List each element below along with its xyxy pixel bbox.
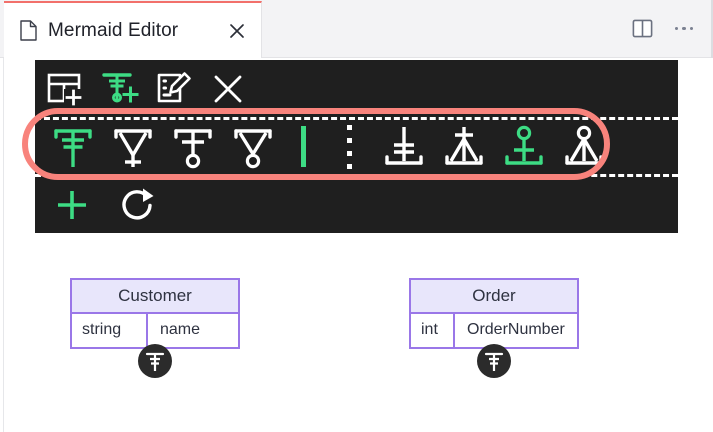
- entity-order[interactable]: Order int OrderNumber: [409, 278, 579, 349]
- cardinality-zero-or-one-icon[interactable]: [163, 121, 223, 173]
- er-toolbar-bottom-row: [35, 176, 692, 233]
- tab-mermaid-editor[interactable]: Mermaid Editor: [4, 1, 262, 58]
- cardinality-only-one-icon[interactable]: [103, 121, 163, 173]
- entity-customer[interactable]: Customer string name: [70, 278, 240, 349]
- tab-title: Mermaid Editor: [48, 19, 179, 41]
- cardinality-zero-or-more-icon[interactable]: [223, 121, 283, 173]
- non-identifying-relationship-dots[interactable]: [346, 124, 352, 169]
- entity-title: Order: [411, 280, 577, 314]
- left-gutter: [0, 58, 4, 432]
- relationship-anchor-icon[interactable]: [138, 344, 172, 378]
- cardinality-zero-or-more-icon[interactable]: [554, 121, 614, 173]
- attribute-name: name: [160, 321, 201, 338]
- more-actions-icon[interactable]: [673, 21, 696, 37]
- add-relationship-icon[interactable]: [97, 66, 143, 112]
- close-toolbar-icon[interactable]: [205, 66, 251, 112]
- er-relationship-toolbar: [35, 60, 678, 233]
- attribute-name: OrderNumber: [467, 321, 565, 338]
- tab-bar: Mermaid Editor: [0, 0, 713, 58]
- toolbar-separator-top: [35, 117, 678, 120]
- edit-note-icon[interactable]: [151, 66, 197, 112]
- cardinality-zero-or-one-icon[interactable]: [494, 121, 554, 173]
- refresh-icon[interactable]: [117, 182, 163, 228]
- close-icon[interactable]: [227, 21, 247, 41]
- entity-attribute-row: string name: [72, 314, 238, 347]
- tab-bar-right-edge: [711, 0, 713, 58]
- er-cardinality-row: [35, 118, 686, 175]
- cardinality-one-or-more-icon[interactable]: [434, 121, 494, 173]
- identifying-relationship-bar[interactable]: [301, 126, 306, 167]
- file-icon: [20, 20, 37, 41]
- tab-bar-actions: [632, 0, 696, 57]
- entity-title: Customer: [72, 280, 238, 314]
- relationship-anchor-icon[interactable]: [477, 344, 511, 378]
- cardinality-only-one-icon[interactable]: [374, 121, 434, 173]
- attribute-type: int: [411, 314, 455, 347]
- split-editor-icon[interactable]: [632, 18, 653, 39]
- add-icon[interactable]: [49, 182, 95, 228]
- entity-attribute-row: int OrderNumber: [411, 314, 577, 347]
- add-table-icon[interactable]: [43, 66, 89, 112]
- er-toolbar-top-row: [35, 60, 686, 117]
- attribute-type: string: [72, 314, 148, 347]
- cardinality-one-or-more-icon[interactable]: [43, 121, 103, 173]
